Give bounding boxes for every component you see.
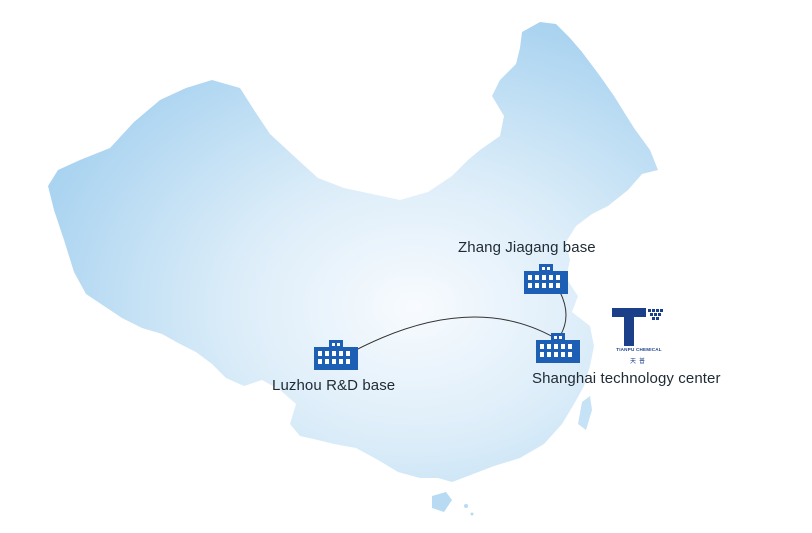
small-island	[470, 512, 474, 516]
route-luzhou-shanghai	[351, 316, 556, 353]
taiwan-island	[578, 396, 592, 430]
small-island	[464, 504, 468, 508]
route-zhangjiagang-shanghai	[559, 291, 567, 337]
building-icon[interactable]	[524, 264, 568, 294]
china-mainland	[48, 22, 658, 482]
site-label-zhangjiagang[interactable]: Zhang Jiagang base	[458, 239, 596, 256]
building-icon[interactable]	[536, 333, 580, 363]
logo-name-en: TIANPU CHEMICAL	[616, 347, 662, 352]
site-label-shanghai[interactable]: Shanghai technology center	[532, 370, 721, 387]
logo-name-cn: 天普	[629, 359, 648, 365]
tianpu-logo: TIANPU CHEMICAL 天普	[612, 306, 666, 368]
hainan-island	[432, 492, 452, 512]
tianpu-logo-mark	[612, 308, 663, 346]
site-label-luzhou[interactable]: Luzhou R&D base	[272, 377, 396, 394]
building-icon[interactable]	[314, 340, 358, 370]
